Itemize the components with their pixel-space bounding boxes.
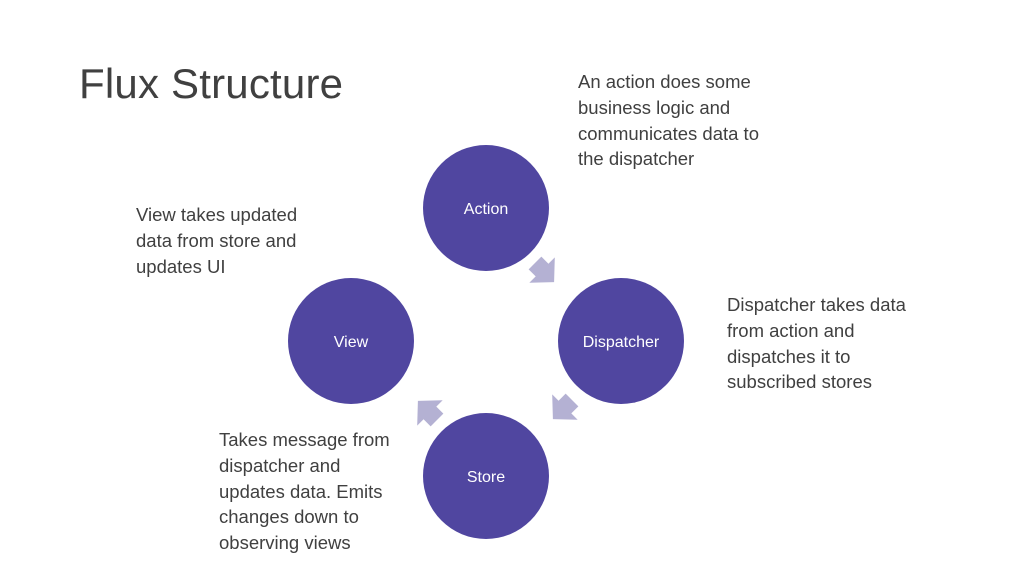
store-description: Takes message from dispatcher and update… <box>219 429 390 554</box>
node-store-circle <box>423 413 549 539</box>
node-store: Store <box>423 413 549 539</box>
node-dispatcher: Dispatcher <box>558 278 684 404</box>
arrow-dispatcher-to-store <box>552 393 579 420</box>
node-action-label: Action <box>464 201 508 218</box>
node-dispatcher-label: Dispatcher <box>583 334 660 351</box>
node-dispatcher-circle <box>558 278 684 404</box>
node-action: Action <box>423 145 549 271</box>
arrow-store-to-view <box>417 400 444 427</box>
node-view: View <box>288 278 414 404</box>
node-store-label: Store <box>467 469 505 486</box>
node-view-label: View <box>334 334 369 351</box>
action-description: An action does some business logic and c… <box>578 71 759 170</box>
arrow-action-to-dispatcher <box>528 256 555 283</box>
node-view-circle <box>288 278 414 404</box>
dispatcher-description: Dispatcher takes data from action and di… <box>727 294 906 393</box>
view-description: View takes updated data from store and u… <box>136 204 298 277</box>
node-action-circle <box>423 145 549 271</box>
slide-title: Flux Structure <box>79 60 344 107</box>
